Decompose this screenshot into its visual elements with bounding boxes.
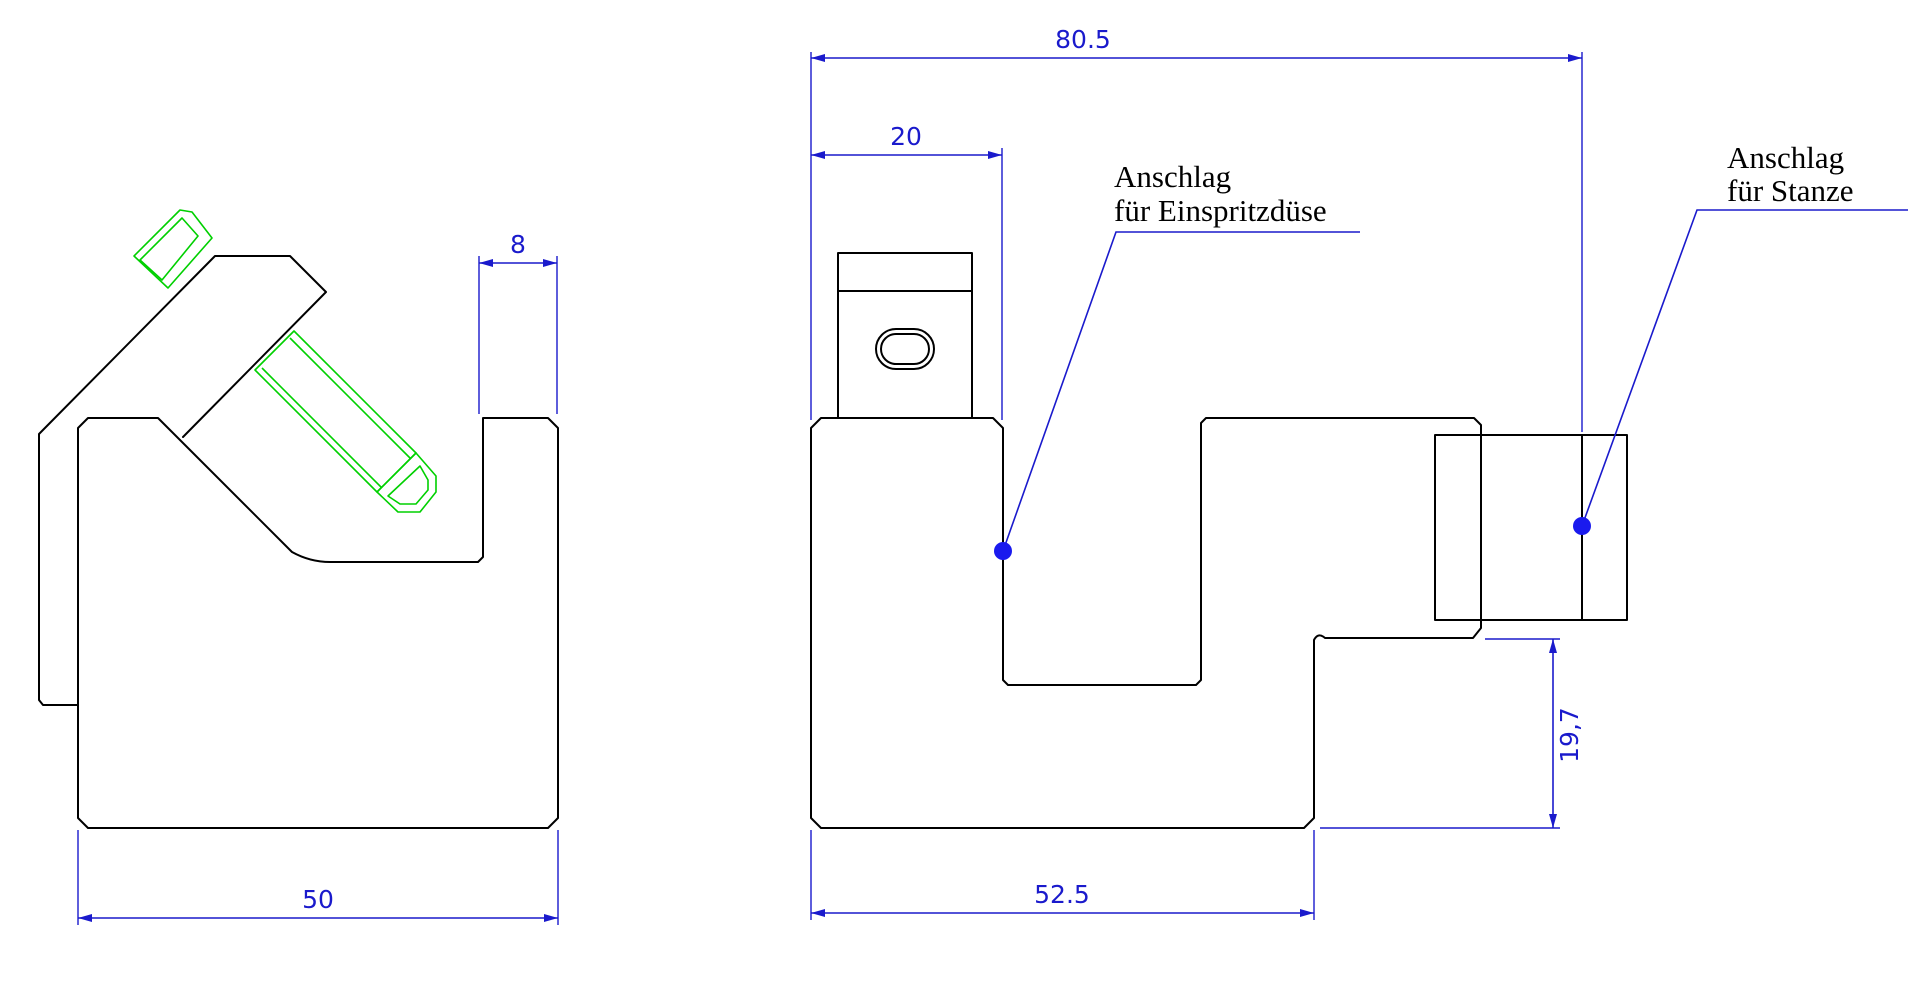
punch-stop-block: [1434, 434, 1628, 621]
dim-label-8: 8: [510, 230, 526, 259]
dimension-base-width: 52.5: [810, 830, 1315, 920]
inclined-plate: [38, 255, 327, 706]
dimension-height: 19,7: [1320, 638, 1584, 829]
right-view: 80.5 20 52.5 19,7: [810, 25, 1908, 920]
leader-line-punch: [1581, 209, 1908, 527]
marker-punch-stop: [1573, 517, 1591, 535]
dim-label-80-5: 80.5: [1055, 25, 1111, 54]
dimension-slot-width: 8: [478, 230, 558, 414]
dimension-left-width: 50: [77, 830, 559, 925]
callout-nozzle-line1: Anschlag: [1114, 159, 1231, 194]
bolt-head-top: [133, 209, 213, 289]
bolt-tip: [376, 452, 437, 513]
tab-block: [837, 252, 973, 419]
left-view: 8 50: [38, 209, 559, 925]
dim-label-19-7: 19,7: [1555, 707, 1584, 763]
dimension-total-width: 80.5: [810, 25, 1583, 432]
bolt-shaft: [254, 330, 417, 493]
callout-punch-line2: für Stanze: [1727, 173, 1854, 208]
dim-label-50: 50: [302, 885, 334, 914]
slot-hole-outer: [875, 328, 935, 370]
bolt-head-inner: [139, 217, 199, 281]
main-block-left: [77, 417, 559, 829]
callout-nozzle-line2: für Einspritzdüse: [1114, 193, 1327, 228]
main-block-right: [810, 417, 1482, 829]
bolt-tip-inner: [387, 465, 429, 505]
leader-line-nozzle: [1002, 231, 1360, 552]
callout-punch-line1: Anschlag: [1727, 140, 1844, 175]
bolt-thread-line: [289, 337, 411, 459]
dimension-tab-width: 20: [811, 122, 1003, 420]
dim-label-20: 20: [890, 122, 922, 151]
bolt-thread-line: [261, 367, 383, 489]
dim-label-52-5: 52.5: [1034, 880, 1090, 909]
marker-nozzle-stop: [994, 542, 1012, 560]
callout-nozzle-stop: Anschlag für Einspritzdüse: [994, 159, 1360, 560]
callout-punch-stop: Anschlag für Stanze: [1573, 140, 1908, 535]
slot-hole-inner: [880, 333, 930, 365]
